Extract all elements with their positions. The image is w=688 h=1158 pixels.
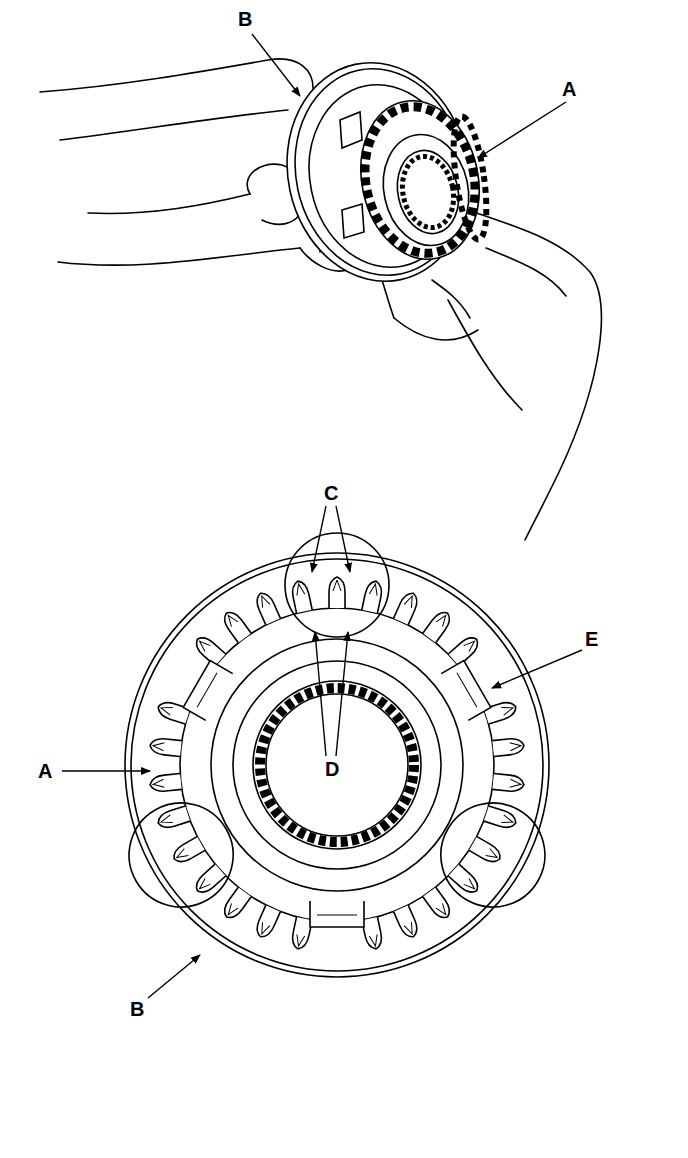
callout-letter: D — [323, 758, 341, 780]
callout-letter: C — [322, 482, 340, 504]
synchro-assembly-front — [110, 533, 564, 977]
leader-lines — [62, 34, 582, 998]
synchro-sleeve-top — [267, 46, 493, 299]
callout-letter: B — [236, 8, 254, 30]
callout-letter: B — [128, 998, 146, 1020]
callout-letter: E — [583, 628, 600, 650]
callout-letter: A — [36, 760, 54, 782]
callout-letter: A — [560, 78, 578, 100]
